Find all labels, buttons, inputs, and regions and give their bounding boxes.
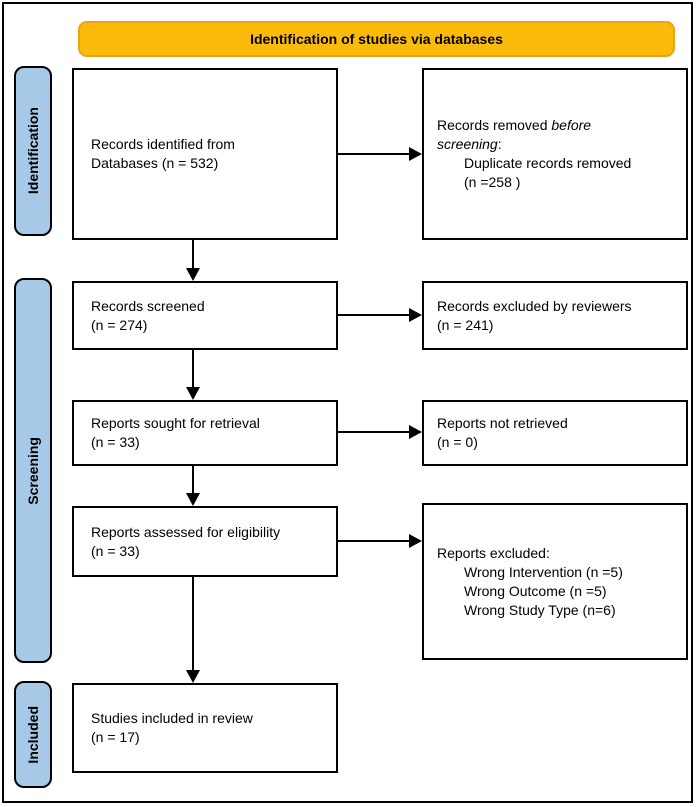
box-records-screened: Records screened (n = 274) [72, 281, 338, 350]
stage-included-text: Included [25, 705, 41, 764]
arrow-sought-to-assessed [186, 466, 200, 506]
stage-label-identification: Identification [14, 66, 52, 236]
studies-included-line1: Studies included in review [91, 710, 253, 726]
reports-excluded-item-wrong-study-type: Wrong Study Type (n=6) [464, 601, 616, 618]
stage-screening-text: Screening [25, 436, 41, 505]
banner-identification-via-databases: Identification of studies via databases [78, 21, 675, 57]
arrow-assessed-to-included [186, 577, 200, 683]
records-excluded-line1: Records excluded by reviewers [437, 297, 632, 314]
box-reports-excluded: Reports excluded: Wrong Intervention (n … [422, 503, 688, 660]
studies-included-line2: (n = 17) [91, 729, 140, 745]
box-records-identified: Records identified from Databases (n = 5… [72, 68, 338, 240]
reports-assessed-line2: (n = 33) [91, 542, 140, 559]
arrow-assessed-to-reports-excluded [338, 534, 422, 548]
box-reports-not-retrieved: Reports not retrieved (n = 0) [422, 400, 688, 466]
box-reports-sought: Reports sought for retrieval (n = 33) [72, 400, 338, 466]
reports-assessed-line1: Reports assessed for eligibility [91, 523, 281, 540]
records-screened-line2: (n = 274) [91, 316, 148, 333]
reports-not-retrieved-line2: (n = 0) [437, 434, 478, 450]
box-studies-included: Studies included in review (n = 17) [72, 683, 338, 773]
reports-excluded-intro: Reports excluded: [437, 544, 550, 561]
records-excluded-line2: (n = 241) [437, 316, 494, 333]
stage-label-screening: Screening [14, 278, 52, 663]
arrow-screened-to-excluded [338, 308, 422, 322]
duplicate-records-count: (n =258 ) [464, 174, 521, 190]
records-removed-line1: Records removed before [437, 117, 592, 133]
banner-label: Identification of studies via databases [250, 31, 503, 47]
records-identified-line2: Databases (n = 532) [91, 155, 219, 171]
arrow-sought-to-not-retrieved [338, 425, 422, 439]
arrow-identified-to-removed [338, 147, 422, 161]
box-records-excluded-reviewers: Records excluded by reviewers (n = 241) [422, 281, 688, 350]
reports-excluded-item-wrong-intervention: Wrong Intervention (n =5) [464, 563, 623, 580]
reports-sought-line2: (n = 33) [91, 434, 140, 450]
reports-excluded-item-wrong-outcome: Wrong Outcome (n =5) [464, 582, 607, 599]
reports-sought-line1: Reports sought for retrieval [91, 415, 260, 431]
arrow-screened-to-sought [186, 350, 200, 400]
reports-not-retrieved-line1: Reports not retrieved [437, 415, 568, 431]
arrow-identified-to-screened [186, 240, 200, 281]
records-removed-line2: screening: [437, 136, 502, 152]
box-reports-assessed: Reports assessed for eligibility (n = 33… [72, 506, 338, 577]
stage-label-included: Included [14, 681, 52, 788]
stage-identification-text: Identification [25, 107, 41, 195]
records-screened-line1: Records screened [91, 297, 205, 314]
box-records-removed: Records removed before screening: Duplic… [422, 68, 688, 240]
duplicate-records-removed: Duplicate records removed [464, 155, 632, 171]
records-identified-line1: Records identified from [91, 136, 235, 152]
